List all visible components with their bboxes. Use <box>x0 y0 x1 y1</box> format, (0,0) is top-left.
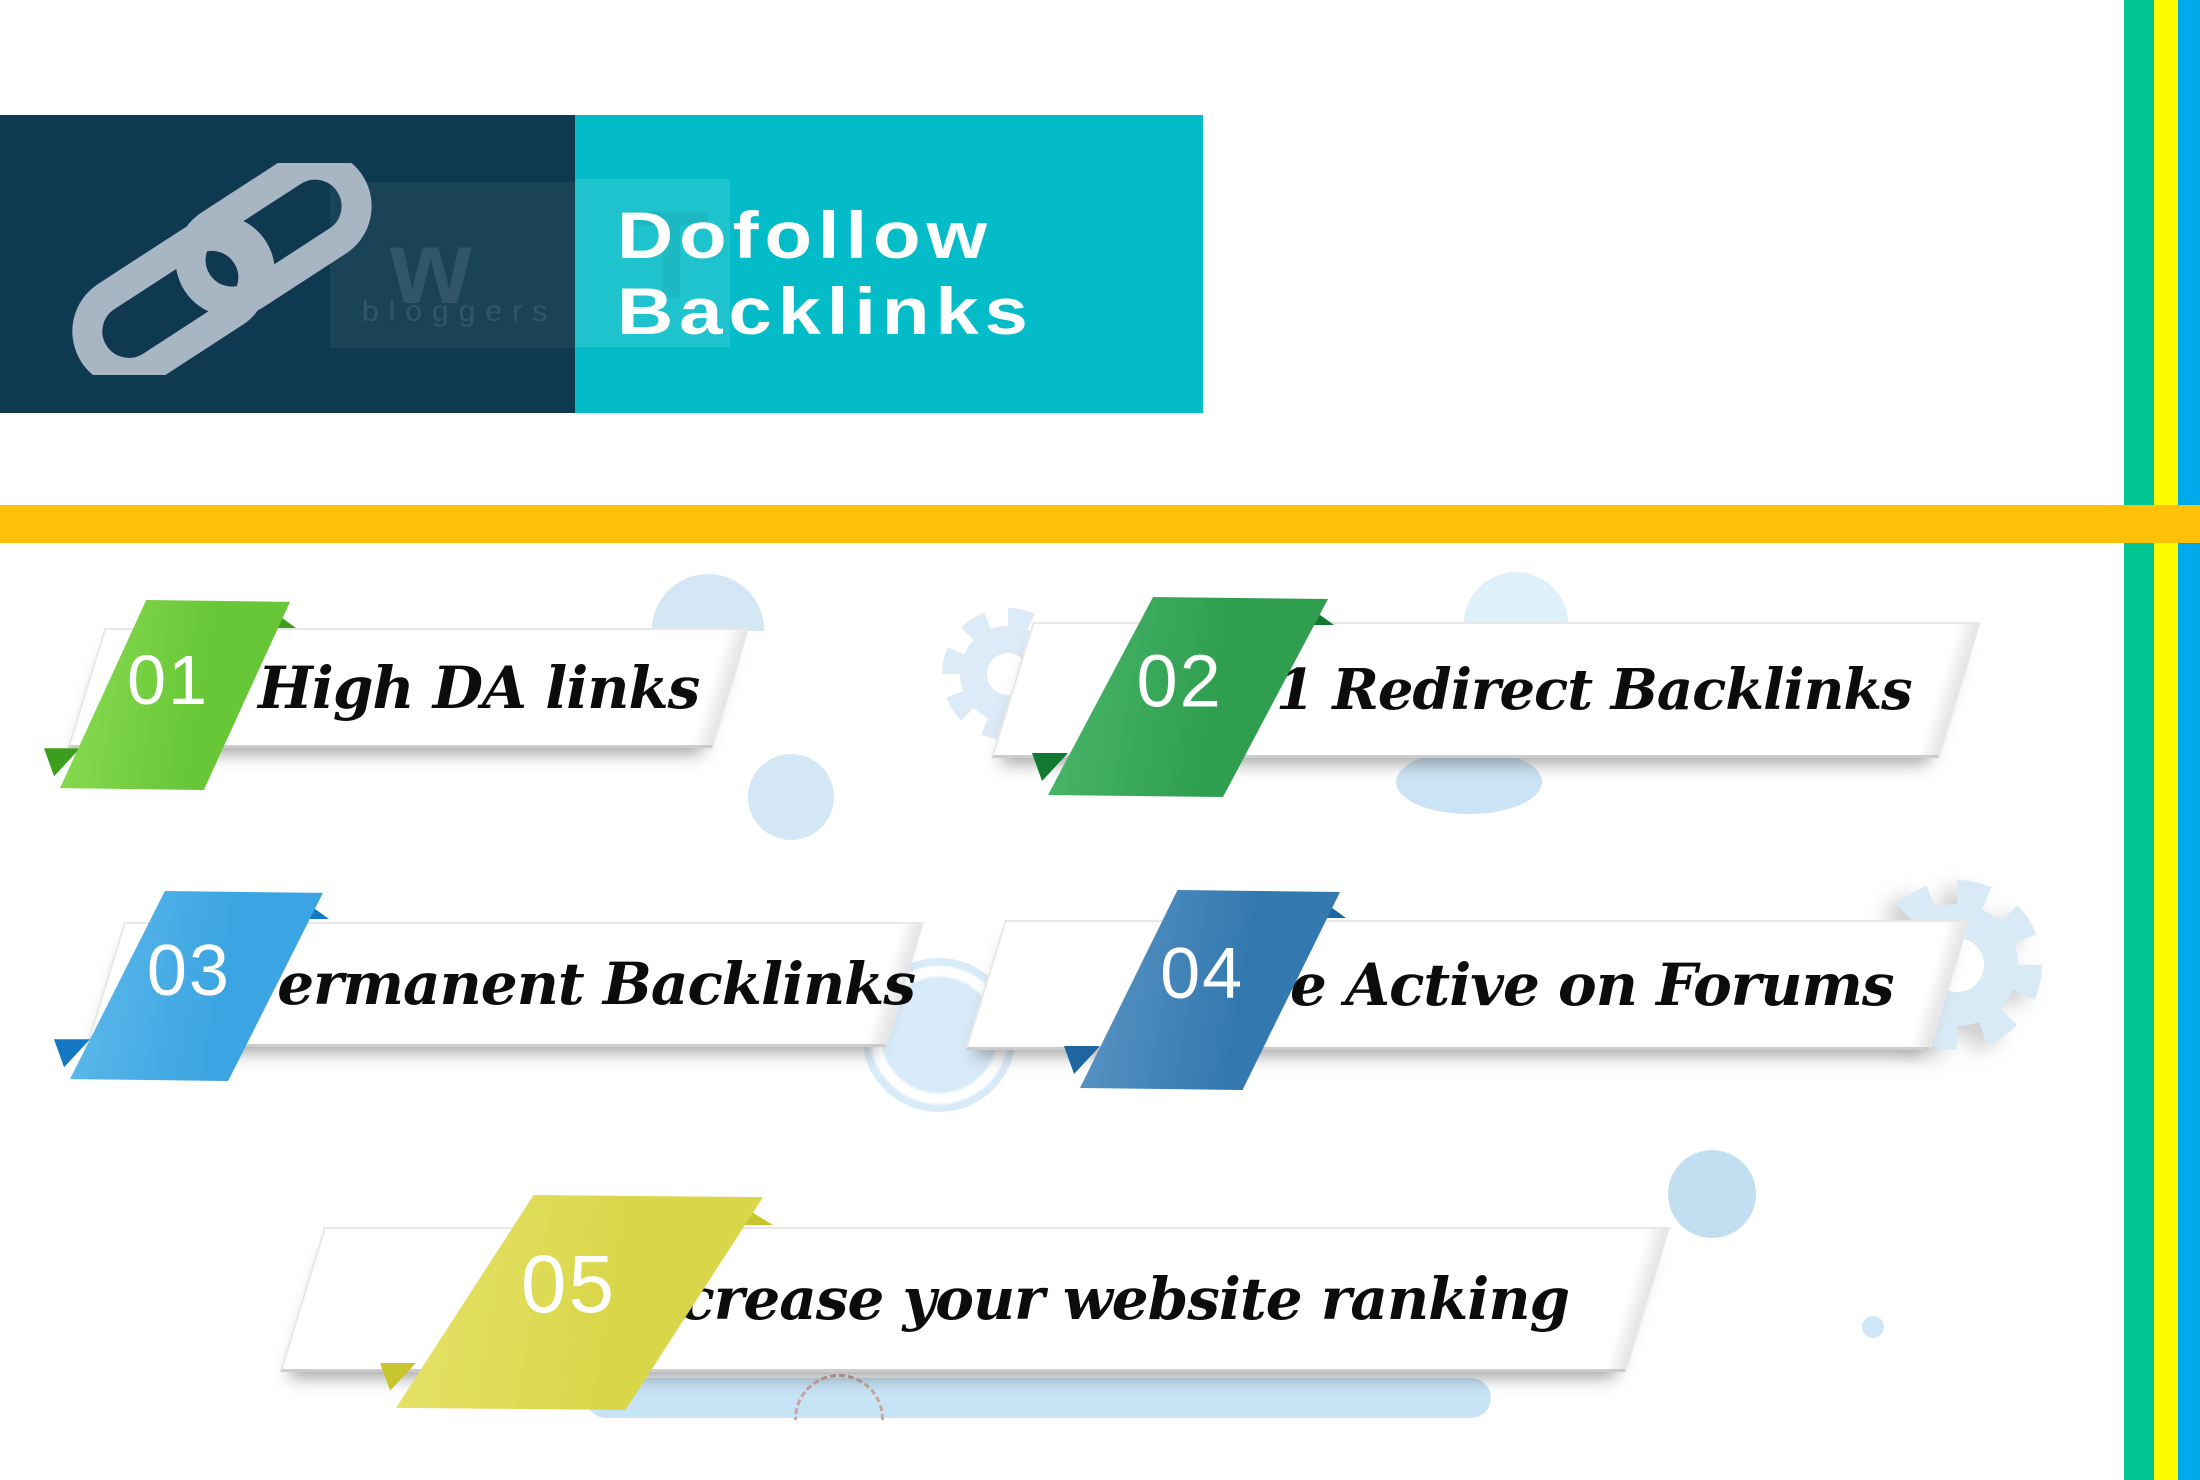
decor-circle <box>748 754 834 840</box>
title-block: T Dofollow Backlinks <box>575 115 1203 413</box>
divider-bar <box>0 505 2200 543</box>
item-number: 04 <box>1160 934 1245 1014</box>
decor-dot <box>1862 1316 1884 1338</box>
page-title-line1: Dofollow <box>617 198 993 272</box>
chain-link-icon <box>72 163 372 375</box>
watermark-text: bloggers <box>362 295 558 328</box>
watermark-text: w <box>390 209 472 326</box>
item-number-badge: 02 <box>1032 597 1334 797</box>
item-number: 02 <box>1136 639 1223 723</box>
watermark-text: T <box>633 186 710 325</box>
item-number-badge: 03 <box>54 891 329 1081</box>
decor-band <box>586 1378 1491 1418</box>
page-title-line2: Backlinks <box>617 274 1034 348</box>
decor-circle <box>1668 1150 1756 1238</box>
item-number: 05 <box>520 1239 617 1331</box>
watermark-rect <box>575 179 730 347</box>
side-stripe-green <box>2124 0 2154 1480</box>
item-number-badge: 05 <box>380 1195 773 1410</box>
item-number: 01 <box>127 640 210 719</box>
item-number-badge: 04 <box>1064 890 1346 1090</box>
logo-block: w bloggers <box>0 115 575 413</box>
side-stripe-yellow <box>2154 0 2178 1480</box>
page-title: Dofollow Backlinks <box>617 197 1034 349</box>
decor-ellipse <box>1396 750 1542 814</box>
item-number-badge: 01 <box>44 600 296 790</box>
item-number: 03 <box>146 930 231 1011</box>
side-stripe-blue <box>2178 0 2200 1480</box>
